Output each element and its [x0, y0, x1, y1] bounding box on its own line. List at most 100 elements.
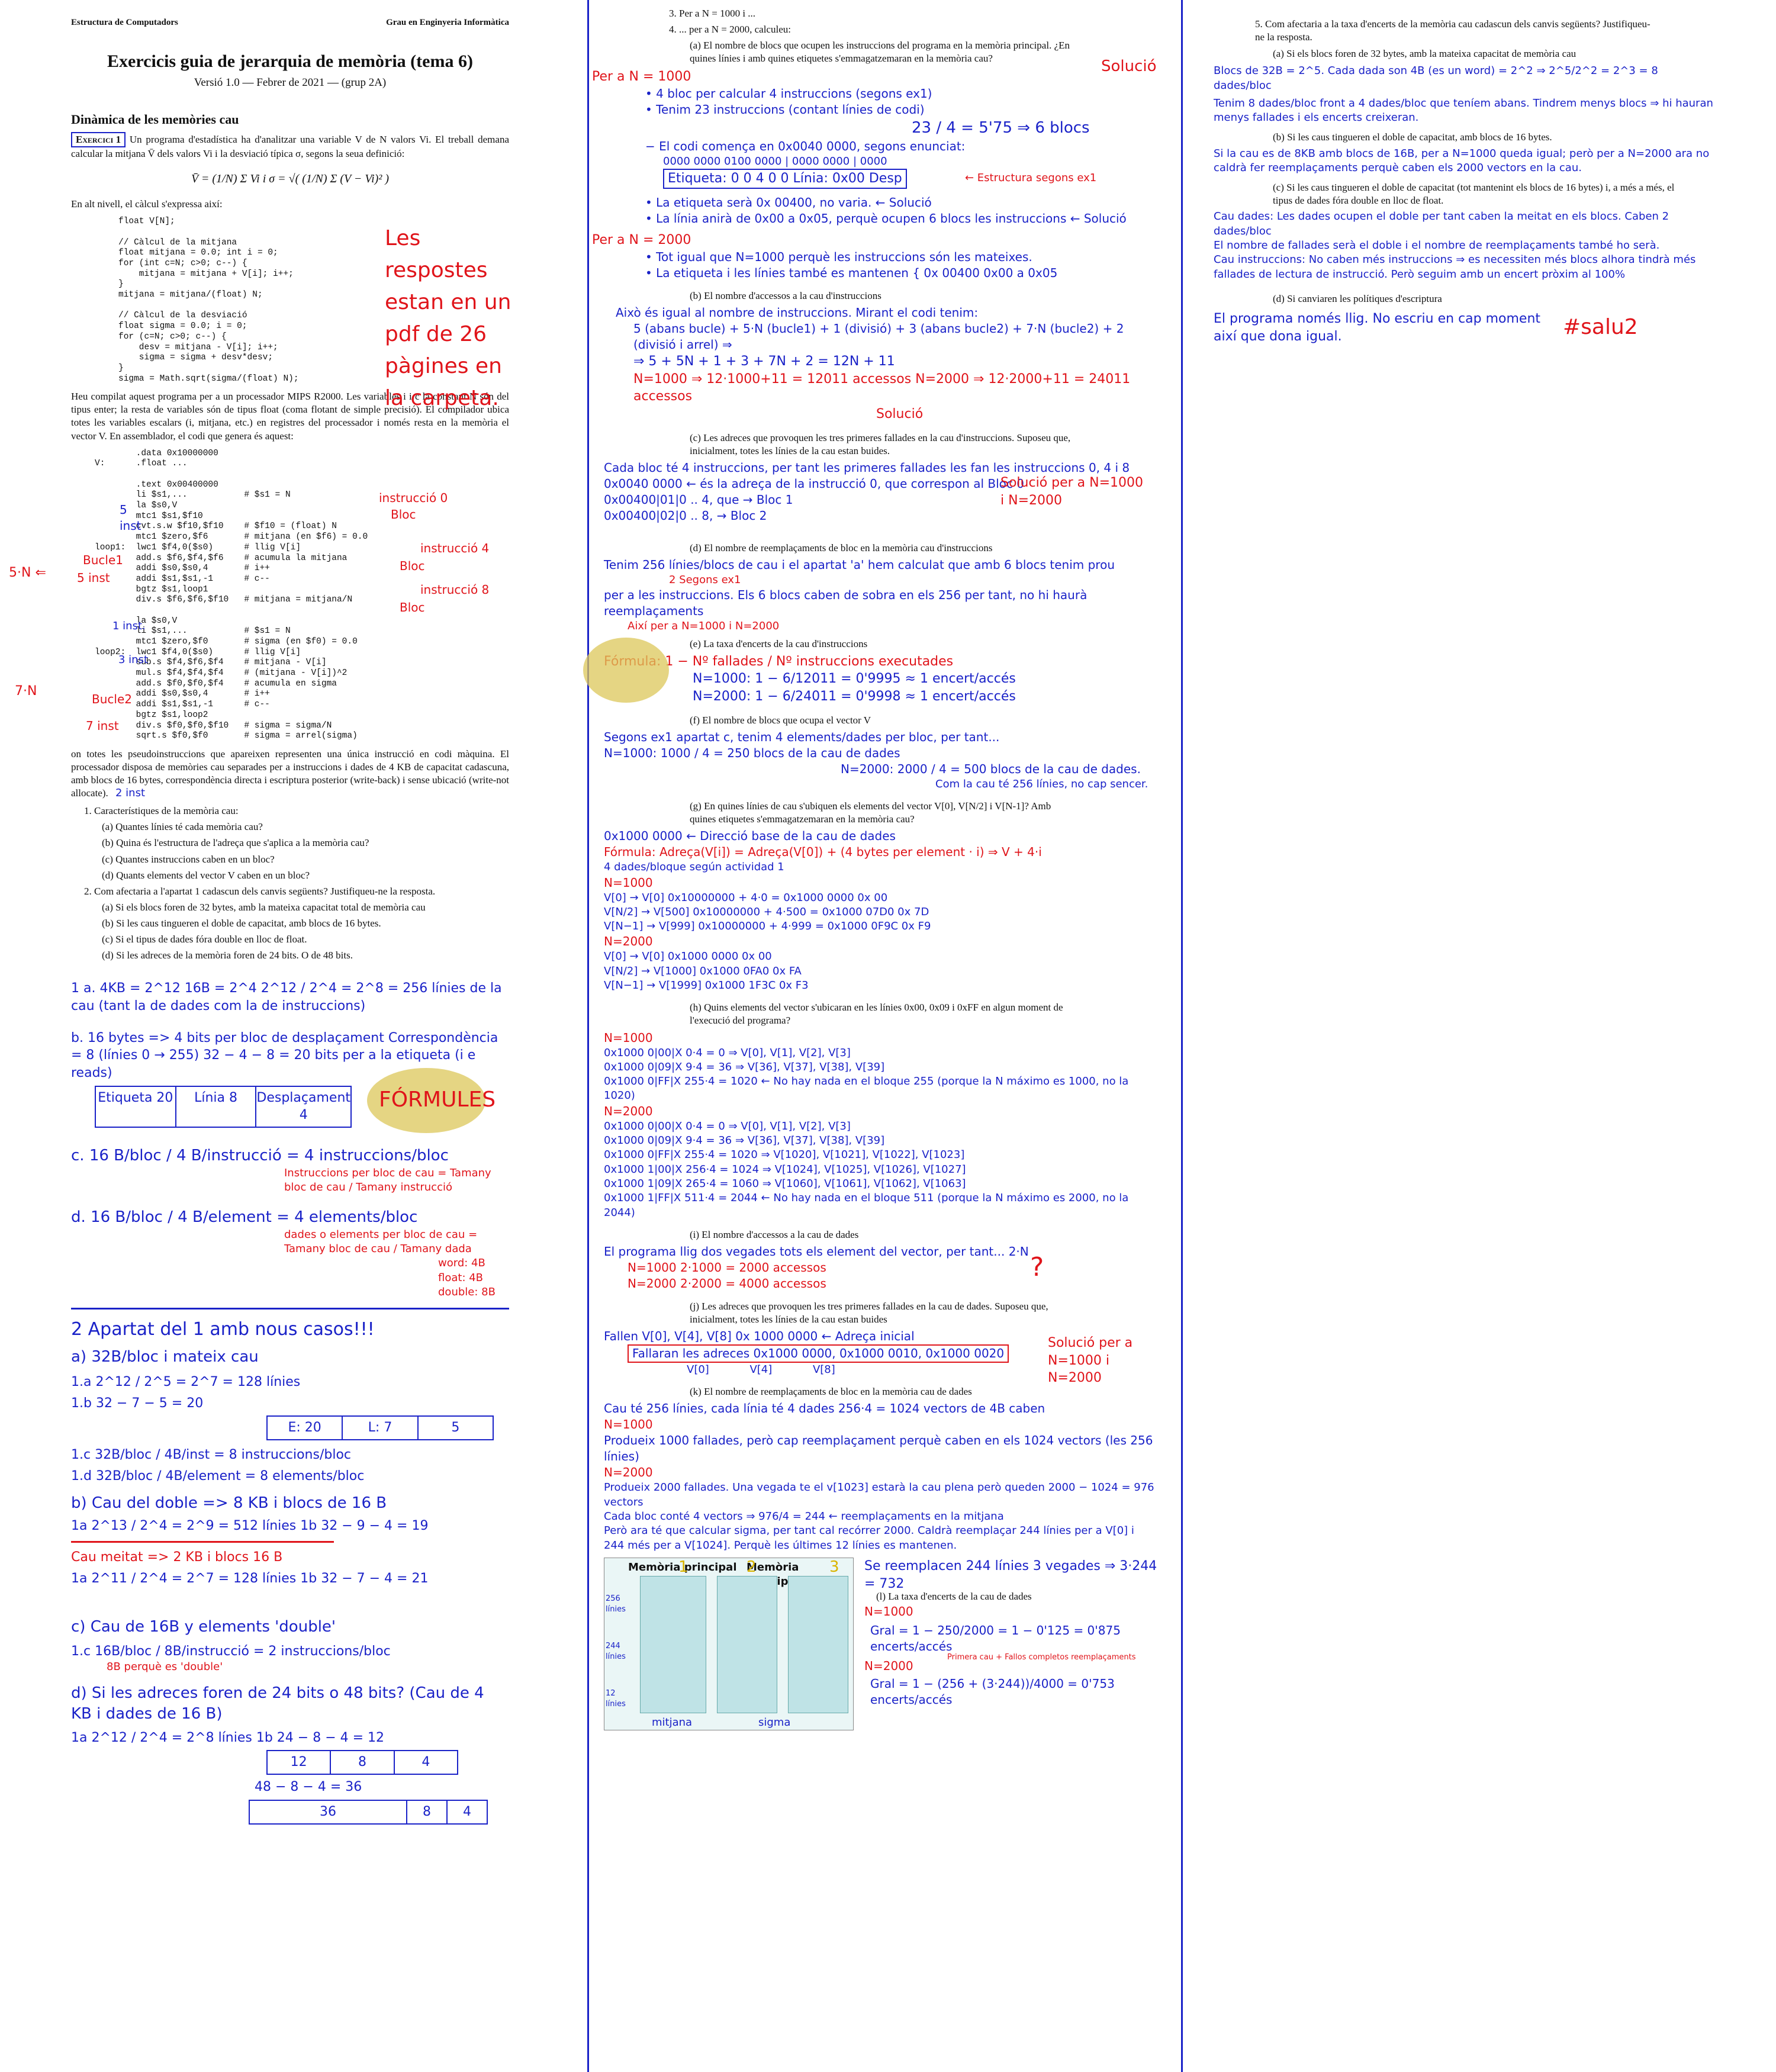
- apartat-2a-1b: 1.b 32 − 7 − 5 = 20: [71, 1395, 204, 1411]
- h-line9: 0x1000 1|FF|X 511·4 = 2044 ← No hay nada…: [604, 1192, 1129, 1219]
- formules-label: FÓRMULES: [379, 1087, 496, 1112]
- q5a-line1: Blocs de 32B = 2^5. Cada dada son 4B (es…: [1214, 65, 1658, 92]
- fig-label-2: 2: [747, 1558, 757, 1576]
- q5a-line2: Tenim 8 dades/bloc front a 4 dades/bloc …: [1214, 96, 1713, 124]
- fig-label-mitjana: mitjana: [652, 1716, 693, 1729]
- k-line9: Se reemplacen 244 línies 3 vegades ⇒ 3·2…: [864, 1558, 1157, 1591]
- question-5: 5. Com afectaria a la taxa d'encerts de …: [1255, 18, 1650, 43]
- l-line4: Gral = 1 − (256 + (3·244))/4000 = 0'753 …: [870, 1676, 1115, 1707]
- address-offset: Desplaçament 4: [256, 1090, 351, 1123]
- high-level-text: En alt nivell, el càlcul s'expressa així…: [71, 198, 223, 210]
- k-line7: Però ara té que calcular sigma, per tant…: [604, 1524, 1134, 1537]
- k-line6: Cada bloc conté 4 vectors ⇒ 976/4 = 244 …: [604, 1510, 1004, 1523]
- apartat-2a-1d: 1.d 32B/bloc / 4B/element = 8 elements/b…: [71, 1468, 365, 1484]
- a-line4: − El codi comença en 0x0040 0000, segons…: [645, 139, 966, 154]
- j-solucio: Solució per a N=1000 i N=2000: [1048, 1336, 1133, 1386]
- question-4g: (g) En quines línies de cau s'ubiquen el…: [690, 800, 1051, 825]
- answer-1c-formula: Instruccions per bloc de cau = Tamany bl…: [284, 1167, 491, 1194]
- apartat-2c-1c: 1.c 16B/bloc / 8B/instrucció = 2 instruc…: [71, 1643, 391, 1659]
- q5d-line1: El programa només llig. No escriu en cap…: [1214, 311, 1541, 344]
- source-code: float V[N]; // Càlcul de la mitjana floa…: [118, 217, 299, 384]
- d-line4: Així per a N=1000 i N=2000: [628, 620, 780, 633]
- g-formula: Fórmula: Adreça(V[i]) = Adreça(V[0]) + (…: [604, 845, 1042, 860]
- question-4b: (b) El nombre d'accessos a la cau d'inst…: [690, 289, 881, 301]
- apartat-2b-half: Cau meitat => 2 KB i blocs 16 B: [71, 1550, 283, 1565]
- exercise-label: Exercici 1: [71, 132, 126, 148]
- f-line2: N=1000: 1000 / 4 = 250 blocs de la cau d…: [604, 745, 900, 760]
- apartat-2c: c) Cau de 16B y elements 'double': [71, 1618, 336, 1636]
- document-title: Exercicis guia de jerarquia de memòria (…: [107, 52, 473, 71]
- fig-label-244: 244 línies: [606, 1641, 626, 1661]
- fig-label-256: 256 línies: [606, 1594, 626, 1614]
- g-line7: V[N/2] → V[1000] 0x1000 0FA0 0x FA: [604, 964, 802, 977]
- answer-separator: [71, 1308, 509, 1310]
- intro-text: Un programa d'estadística ha d'analitzar…: [71, 134, 509, 160]
- apartat-2c-note: 8B perquè es 'double': [107, 1661, 223, 1674]
- d-line2: 2 Segons ex1: [669, 573, 741, 586]
- column-3: 5. Com afectaria a la taxa d'encerts de …: [1214, 0, 1717, 2072]
- address-offset-3: 4: [422, 1755, 430, 1770]
- apartat-2d: d) Si les adreces foren de 24 bits o 48 …: [71, 1684, 484, 1723]
- page-header: Estructura de Computadors Grau en Enginy…: [71, 18, 509, 28]
- address-table-4: 36 8 4: [249, 1799, 488, 1825]
- cache-figure: Memòria principal Memòria principal 1 2 …: [604, 1557, 854, 1730]
- header-left: Estructura de Computadors: [71, 18, 178, 27]
- address-table-2: E: 20 L: 7 5: [266, 1415, 494, 1440]
- answer-1d-formula: dades o elements per bloc de cau = Taman…: [284, 1228, 478, 1256]
- h-line5: 0x1000 0|09|X 9·4 = 36 ⇒ V[36], V[37], V…: [604, 1134, 885, 1147]
- l-line1: N=1000: [864, 1604, 913, 1619]
- question-4c: (c) Les adreces que provoquen les tres p…: [690, 432, 1071, 456]
- apartat-2d-2: 48 − 8 − 4 = 36: [255, 1780, 362, 1795]
- address-line-2: L: 7: [343, 1417, 419, 1439]
- a-line2: • Tenim 23 instruccions (contant línies …: [645, 102, 925, 117]
- e-formula: Fórmula: 1 − Nº fallades / Nº instruccio…: [604, 654, 954, 669]
- c-solucio: Solució per a N=1000 i N=2000: [1000, 475, 1144, 508]
- question-4k: (k) El nombre de reemplaçaments de bloc …: [690, 1386, 972, 1398]
- asm-mark-7N: 7·N: [15, 683, 37, 699]
- l-line2: Gral = 1 − 250/2000 = 1 − 0'125 = 0'875 …: [870, 1623, 1121, 1653]
- g-line2: 4 dades/bloque según actividad 1: [604, 861, 784, 874]
- exercise-intro: Exercici 1 Un programa d'estadística ha …: [71, 132, 509, 160]
- question-4l: (l) La taxa d'encerts de la cau de dades: [876, 1590, 1032, 1602]
- h-line3: 0x1000 0|FF|X 255·4 = 1020 ← No hay nada…: [604, 1075, 1129, 1102]
- c-line2: 0x0040 0000 ← és la adreça de la instruc…: [604, 476, 1024, 491]
- question-2: 2. Com afectaria a l'apartat 1 cadascun …: [84, 885, 436, 897]
- question-1: 1. Característiques de la memòria cau:: [84, 805, 239, 817]
- a-line1: • 4 bloc per calcular 4 instruccions (se…: [645, 86, 932, 101]
- g-n2000: N=2000: [604, 934, 653, 949]
- f-line3: N=2000: 2000 / 4 = 500 blocs de la cau d…: [841, 761, 1141, 776]
- column-divider-left: [587, 0, 589, 2072]
- i-line1: El programa llig dos vegades tots els el…: [604, 1244, 1029, 1259]
- apartat-2a-1a: 1.a 2^12 / 2^5 = 2^7 = 128 línies: [71, 1374, 301, 1389]
- answer-1a: 1 a. 4KB = 2^12 16B = 2^4 2^12 / 2^4 = 2…: [71, 981, 502, 1014]
- question-4i: (i) El nombre d'accessos a la cau de dad…: [690, 1228, 859, 1240]
- k-line1: Cau té 256 línies, cada línia té 4 dades…: [604, 1401, 1045, 1416]
- fig-block-1: [640, 1575, 706, 1713]
- fig-block-2: [717, 1575, 777, 1713]
- apartat-2d-1: 1a 2^12 / 2^4 = 2^8 línies 1b 24 − 8 − 4…: [71, 1730, 385, 1745]
- answer-1c: c. 16 B/bloc / 4 B/instrucció = 4 instru…: [71, 1147, 449, 1165]
- question-5d: (d) Si canviaren les polítiques d'escrip…: [1273, 292, 1442, 304]
- q5b-line1: Si la cau es de 8KB amb blocs de 16B, pe…: [1214, 147, 1710, 174]
- h-line2: 0x1000 0|09|X 9·4 = 36 ⇒ V[36], V[37], V…: [604, 1060, 885, 1073]
- q2-item-a: (a) Si els blocs foren de 32 bytes, amb …: [102, 901, 426, 913]
- q1-item-c: (c) Quantes instruccions caben en un blo…: [102, 853, 275, 865]
- a-line-sol: • La línia anirà de 0x00 a 0x05, perquè …: [645, 211, 1127, 226]
- column-2: 3. Per a N = 1000 i ... 4. ... per a N =…: [583, 0, 1160, 2072]
- asm-mark-bloc2: Bloc: [400, 600, 425, 614]
- j-line1: Fallen V[0], V[4], V[8] 0x 1000 0000 ← A…: [604, 1329, 915, 1344]
- fig-label-mem1: Memòria principal: [628, 1561, 737, 1574]
- address-line-3: 8: [331, 1751, 395, 1774]
- q5c-line3: Cau instruccions: No caben més instrucci…: [1214, 253, 1696, 281]
- b-line1: Això és igual al nombre de instruccions.…: [616, 305, 979, 320]
- fig-label-3: 3: [829, 1558, 839, 1576]
- question-5c: (c) Si les caus tingueren el doble de ca…: [1273, 182, 1675, 207]
- fig-label-12: 12 línies: [606, 1688, 626, 1709]
- asm-mark-bucle1-5inst: 5 inst: [77, 570, 110, 585]
- asm-mark-7inst: 7 inst: [86, 718, 119, 733]
- asm-mark-bucle1: Bucle1: [83, 552, 123, 567]
- address-tag-4: 36: [250, 1800, 407, 1823]
- b-line2: 5 (abans bucle) + 5·N (bucle1) + 1 (divi…: [633, 321, 1124, 352]
- question-5a: (a) Si els blocs foren de 32 bytes, amb …: [1273, 48, 1576, 60]
- h-line8: 0x1000 1|09|X 265·4 = 1060 ⇒ V[1060], V[…: [604, 1177, 966, 1190]
